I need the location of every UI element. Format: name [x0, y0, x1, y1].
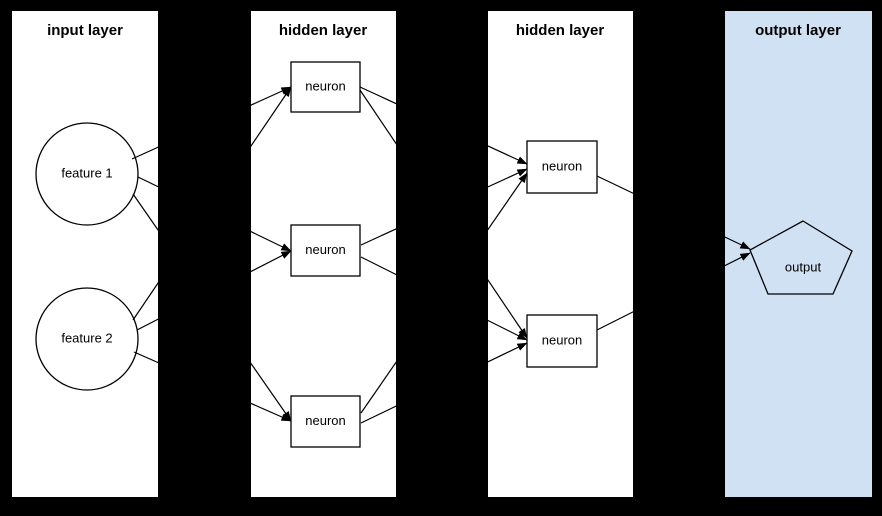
layer-panel-hidden-layer-2 [488, 11, 633, 497]
gap-gap-left [0, 0, 12, 516]
gap-gap-top [0, 0, 882, 11]
node-label-hidden-2-neuron-1: neuron [542, 158, 582, 173]
gap-gap-3 [633, 0, 725, 516]
node-label-hidden-1-neuron-3: neuron [305, 413, 345, 428]
node-shape-hidden-1-neuron-3[interactable] [290, 395, 361, 448]
node-label-feature-1: feature 1 [61, 165, 112, 180]
layer-title-hidden-layer-1: hidden layer [279, 22, 368, 39]
layer-labels-group: input layer hidden layer hidden layer outpu… [47, 22, 841, 39]
node-shape-hidden-2-neuron-1[interactable] [526, 140, 598, 194]
node-shape-output-node[interactable] [749, 220, 853, 295]
node-shape-hidden-1-neuron-2[interactable] [290, 224, 361, 277]
node-shape-hidden-1-neuron-1[interactable] [290, 61, 361, 113]
gap-gap-1 [158, 0, 251, 516]
layer-title-hidden-layer-2: hidden layer [516, 22, 605, 39]
node-shape-feature-2[interactable] [35, 287, 139, 391]
layer-title-output-layer: output layer [755, 22, 841, 39]
node-label-output-node: output [785, 259, 822, 274]
gap-gap-2 [396, 0, 488, 516]
gap-gap-right [872, 0, 882, 516]
nodes-group: feature 1 feature 2 neuron neuron neuron neur… [35, 61, 853, 448]
node-label-hidden-1-neuron-1: neuron [305, 78, 345, 93]
node-shape-hidden-2-neuron-2[interactable] [526, 314, 598, 368]
layer-panel-input-layer [12, 11, 158, 497]
layer-title-input-layer: input layer [47, 22, 123, 39]
node-shape-feature-1[interactable] [35, 122, 139, 226]
gap-gap-bottom [0, 497, 882, 516]
node-label-feature-2: feature 2 [61, 330, 112, 345]
node-label-hidden-2-neuron-2: neuron [542, 332, 582, 347]
node-label-hidden-1-neuron-2: neuron [305, 242, 345, 257]
